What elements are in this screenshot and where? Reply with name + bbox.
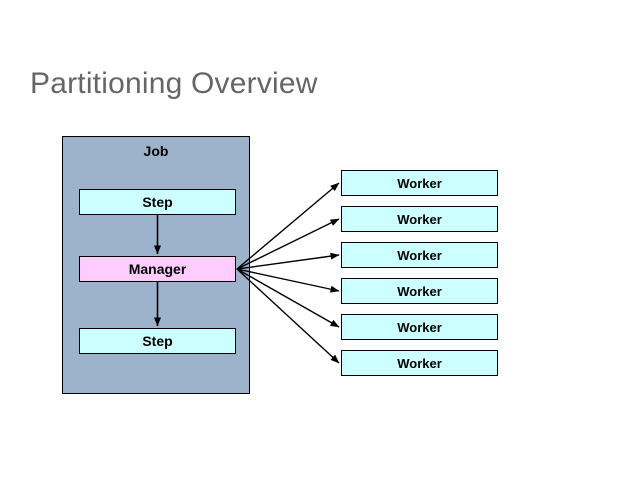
arrow-manager-to-worker-4 bbox=[236, 268, 340, 293]
arrow-manager-to-worker-2 bbox=[236, 218, 340, 270]
arrow-manager-to-worker-6 bbox=[236, 268, 340, 364]
node-step-bottom[interactable]: Step bbox=[79, 328, 236, 354]
node-step-top[interactable]: Step bbox=[79, 189, 236, 215]
worker-box[interactable]: Worker bbox=[341, 170, 498, 196]
worker-box[interactable]: Worker bbox=[341, 350, 498, 376]
worker-box[interactable]: Worker bbox=[341, 278, 498, 304]
arrow-manager-to-worker-5 bbox=[236, 268, 340, 328]
worker-box[interactable]: Worker bbox=[341, 314, 498, 340]
worker-box[interactable]: Worker bbox=[341, 242, 498, 268]
arrow-manager-to-worker-1 bbox=[236, 182, 340, 270]
worker-box[interactable]: Worker bbox=[341, 206, 498, 232]
job-label: Job bbox=[143, 143, 169, 159]
page-title: Partitioning Overview bbox=[30, 67, 318, 100]
node-manager[interactable]: Manager bbox=[79, 256, 236, 282]
arrow-manager-to-worker-3 bbox=[236, 252, 340, 270]
